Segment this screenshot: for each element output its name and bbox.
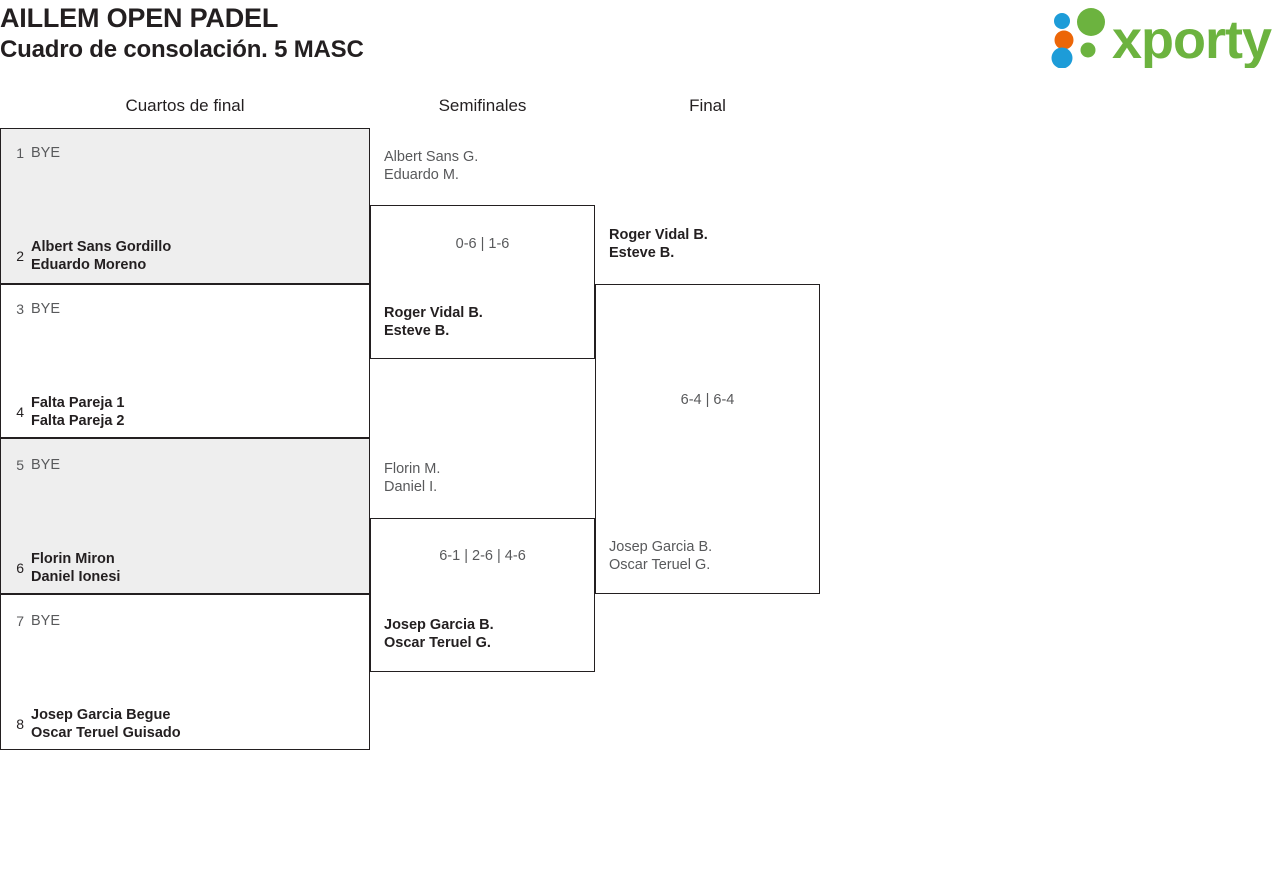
seed-number: 7 (16, 613, 24, 629)
team-names: Roger Vidal B. Esteve B. (602, 226, 708, 262)
team-names: BYE (24, 144, 60, 162)
qf4-team-top[interactable]: 7 BYE (2, 612, 60, 630)
team-names: BYE (24, 300, 60, 318)
team-name-line2: Eduardo Moreno (31, 257, 147, 273)
page-title: AILLEM OPEN PADEL Cuadro de consolación.… (0, 2, 364, 65)
team-name-line1: BYE (31, 457, 61, 473)
team-names: Florin M. Daniel I. (377, 460, 440, 496)
team-name-line1: BYE (31, 145, 61, 161)
team-names: Albert Sans Gordillo Eduardo Moreno (24, 238, 171, 274)
team-name-line1: Florin Miron (31, 551, 115, 567)
semifinal-2-score: 6-1 | 2-6 | 4-6 (439, 548, 526, 564)
team-name-line1: Roger Vidal B. (384, 305, 483, 321)
sf2-team-bottom[interactable]: Josep Garcia B. Oscar Teruel G. (377, 616, 494, 652)
seed-number: 4 (16, 404, 24, 420)
qf2-team-bottom[interactable]: 4 Falta Pareja 1 Falta Pareja 2 (2, 394, 125, 430)
final-match[interactable] (595, 284, 820, 594)
team-name-line2: Daniel I. (384, 479, 438, 495)
final-team-top[interactable]: Roger Vidal B. Esteve B. (602, 226, 708, 262)
quarterfinal-match-2[interactable] (0, 284, 370, 438)
draw-subtitle: Cuadro de consolación. 5 MASC (0, 36, 364, 63)
quarterfinal-match-3[interactable] (0, 438, 370, 594)
team-name-line2: Oscar Teruel G. (384, 635, 491, 651)
team-names: Roger Vidal B. Esteve B. (377, 304, 483, 340)
team-name-line2: Esteve B. (384, 323, 450, 339)
team-names: Josep Garcia Begue Oscar Teruel Guisado (24, 706, 181, 742)
seed-number: 5 (16, 457, 24, 473)
qf4-team-bottom[interactable]: 8 Josep Garcia Begue Oscar Teruel Guisad… (2, 706, 181, 742)
team-name-line1: Josep Garcia B. (609, 539, 713, 555)
team-names: BYE (24, 456, 60, 474)
final-score: 6-4 | 6-4 (680, 392, 735, 408)
seed-number: 3 (16, 301, 24, 317)
final-team-bottom[interactable]: Josep Garcia B. Oscar Teruel G. (602, 538, 712, 574)
seed-number: 8 (16, 716, 24, 732)
team-name-line1: Albert Sans G. (384, 149, 479, 165)
sf1-team-top[interactable]: Albert Sans G. Eduardo M. (377, 148, 478, 184)
team-name-line1: Falta Pareja 1 (31, 395, 125, 411)
team-names: BYE (24, 612, 60, 630)
team-names: Falta Pareja 1 Falta Pareja 2 (24, 394, 125, 430)
xporty-logo: xporty (1048, 6, 1274, 70)
team-names: Josep Garcia B. Oscar Teruel G. (602, 538, 712, 574)
semifinal-match-1[interactable] (370, 205, 595, 359)
team-name-line2: Oscar Teruel Guisado (31, 725, 181, 741)
quarterfinal-match-4[interactable] (0, 594, 370, 750)
round-header-quarterfinals: Cuartos de final (125, 96, 245, 115)
round-header-final: Final (689, 96, 726, 115)
team-names: Josep Garcia B. Oscar Teruel G. (377, 616, 494, 652)
seed-number: 6 (16, 560, 24, 576)
svg-text:xporty: xporty (1112, 10, 1272, 68)
team-name-line1: Florin M. (384, 461, 441, 477)
team-name-line1: Josep Garcia Begue (31, 707, 171, 723)
team-name-line1: BYE (31, 301, 61, 317)
semifinal-1-score: 0-6 | 1-6 (455, 236, 510, 252)
team-name-line2: Eduardo M. (384, 167, 459, 183)
qf2-team-top[interactable]: 3 BYE (2, 300, 60, 318)
seed-number: 2 (16, 248, 24, 264)
quarterfinal-match-1[interactable] (0, 128, 370, 284)
team-name-line1: Roger Vidal B. (609, 227, 708, 243)
round-header-semifinals: Semifinales (438, 96, 527, 115)
tournament-name: AILLEM OPEN PADEL (0, 3, 279, 33)
semifinal-match-2[interactable] (370, 518, 595, 672)
qf3-team-bottom[interactable]: 6 Florin Miron Daniel Ionesi (2, 550, 120, 586)
team-name-line1: Albert Sans Gordillo (31, 239, 172, 255)
xporty-logo-svg: xporty (1051, 8, 1273, 70)
team-name-line1: BYE (31, 613, 61, 629)
sf2-team-top[interactable]: Florin M. Daniel I. (377, 460, 440, 496)
team-names: Florin Miron Daniel Ionesi (24, 550, 120, 586)
seed-number: 1 (16, 145, 24, 161)
team-names: Albert Sans G. Eduardo M. (377, 148, 478, 184)
sf1-team-bottom[interactable]: Roger Vidal B. Esteve B. (377, 304, 483, 340)
team-name-line2: Esteve B. (609, 245, 675, 261)
team-name-line2: Falta Pareja 2 (31, 413, 125, 429)
team-name-line1: Josep Garcia B. (384, 617, 494, 633)
team-name-line2: Oscar Teruel G. (609, 557, 711, 573)
qf1-team-top[interactable]: 1 BYE (2, 144, 60, 162)
qf1-team-bottom[interactable]: 2 Albert Sans Gordillo Eduardo Moreno (2, 238, 171, 274)
team-name-line2: Daniel Ionesi (31, 569, 121, 585)
qf3-team-top[interactable]: 5 BYE (2, 456, 60, 474)
